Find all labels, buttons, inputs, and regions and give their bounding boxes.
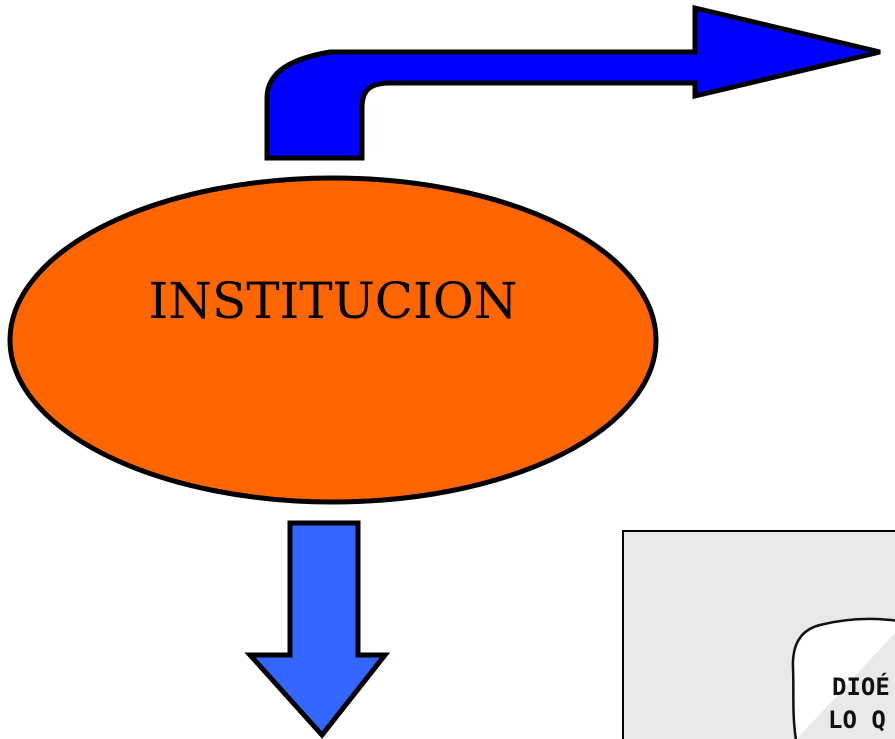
cartoon-text-line-2: LO Q (828, 706, 886, 734)
arrow-down (244, 520, 391, 739)
institucion-node (7, 175, 659, 505)
institucion-node-label: INSTITUCION (148, 272, 517, 330)
cartoon-image: DIOÉ LO Q (622, 530, 895, 739)
speech-bubble (791, 617, 895, 739)
arrow-right (264, 4, 881, 161)
cartoon-text-line-1: DIOÉ (832, 672, 890, 701)
